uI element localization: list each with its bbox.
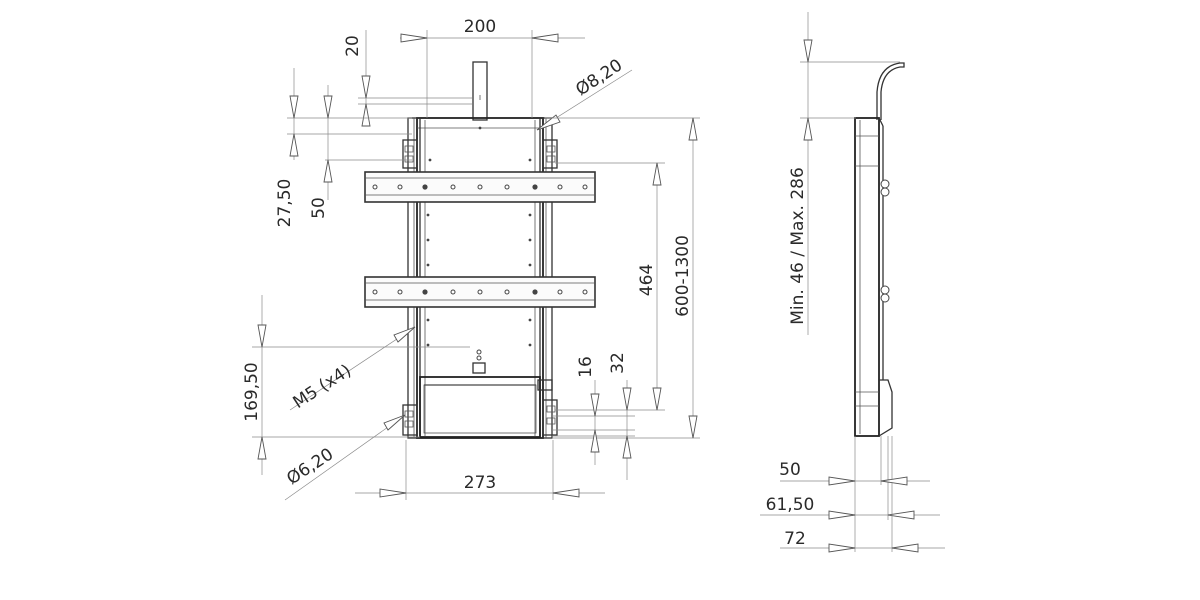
front-dimensions: 200 20 Ø8,20 27,50 50 464 — [242, 17, 700, 501]
dim-small-b: 32 — [608, 352, 628, 374]
dim-bottom-offset: 169,50 — [242, 362, 262, 421]
dim-vesa-height: 464 — [637, 264, 657, 296]
dim-bottom-width: 273 — [464, 473, 496, 493]
dim-thread: M5 (x4) — [290, 361, 355, 413]
rail-holes — [426, 126, 532, 347]
dim-left-a: 27,50 — [275, 179, 295, 228]
side-view — [854, 62, 905, 437]
dim-left-b: 50 — [309, 197, 329, 219]
side-dimensions: Min. 46 / Max. 286 50 61,50 72 — [760, 12, 945, 553]
horizontal-bar-bottom — [364, 276, 596, 308]
dim-depth-b: 61,50 — [766, 495, 815, 515]
dim-side-range: Min. 46 / Max. 286 — [788, 167, 808, 325]
dim-depth-c: 72 — [784, 529, 806, 549]
dim-top-width: 200 — [464, 17, 496, 37]
bottom-housing — [419, 376, 553, 438]
side-profile — [854, 117, 880, 437]
dim-depth-a: 50 — [779, 460, 801, 480]
front-view — [364, 61, 596, 439]
dim-hole-top: Ø8,20 — [572, 55, 626, 100]
lower-clamps — [402, 399, 558, 436]
level-indicator — [472, 349, 486, 374]
horizontal-bar-top — [364, 171, 596, 203]
dim-small-a: 16 — [576, 356, 596, 378]
top-post — [472, 61, 488, 121]
dim-top-offset: 20 — [343, 35, 363, 57]
upper-clamps — [402, 139, 558, 169]
dim-overall-height: 600-1300 — [673, 235, 693, 317]
